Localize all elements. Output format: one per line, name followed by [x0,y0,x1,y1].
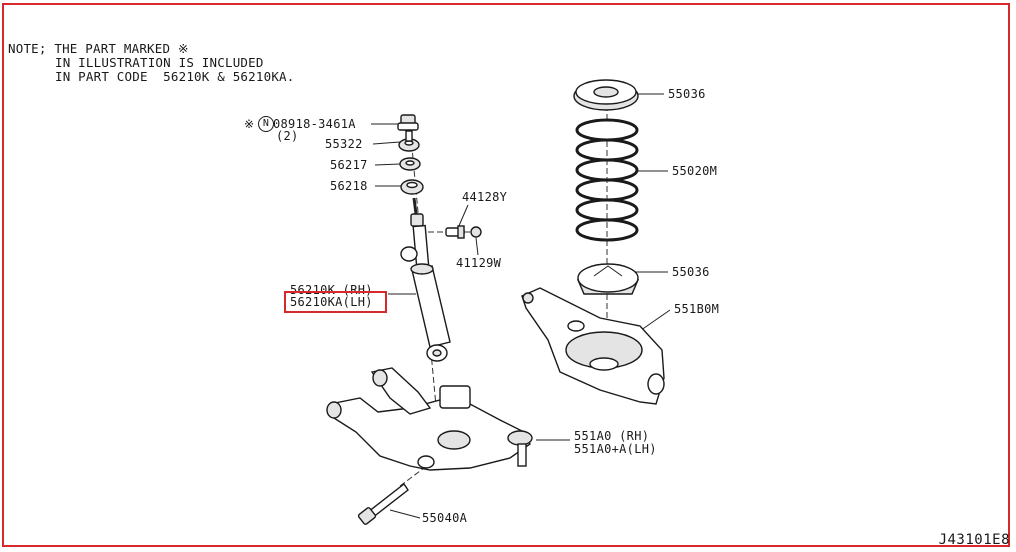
leader-55322 [372,141,401,145]
drawing-frame [2,3,1010,547]
label-absorber-rh: 56210K (RH) [290,283,373,297]
label-seat-lower: 55036 [672,265,710,279]
note-line-2: IN ILLUSTRATION IS INCLUDED [55,55,264,70]
diagram-code: J43101E8 [938,532,1010,548]
spring-seat-lower-part [576,263,640,295]
label-nut-prefix: ※ [244,117,255,131]
leader-41129w [475,237,479,256]
nut-41129w-part [470,226,482,238]
bushing-upper-part [398,130,420,152]
coil-spring-part [575,118,639,242]
spring-seat-upper-part [573,79,639,111]
label-nut: 08918-3461A [273,117,356,131]
bolt-44128y-part [445,225,465,239]
label-upper-link: 551B0M [674,302,720,316]
leader-56217 [374,163,401,166]
note-line-1: NOTE; THE PART MARKED ※ [8,41,189,56]
label-washer: 56217 [330,158,368,172]
nut-part [397,114,419,131]
label-bushing-upper: 55322 [325,137,363,151]
bushing-lower-part [400,179,424,195]
label-lower-link-lh: 551A0+A(LH) [574,442,657,456]
label-nut-small: 41129W [456,256,502,270]
label-seat-upper: 55036 [668,87,706,101]
label-nut-qty: (2) [276,129,299,143]
lower-link-part [326,367,533,471]
n-symbol-icon: N [258,116,274,132]
leader-55040a [389,509,421,519]
axis-link-bolt [399,461,433,487]
label-link-bolt: 55040A [422,511,468,525]
upper-link-part [521,287,665,405]
link-bolt-part [357,482,409,525]
note-line-3: IN PART CODE 56210K & 56210KA. [55,69,295,84]
label-absorber-lh: 56210KA(LH) [290,295,373,309]
label-bushing-lower: 56218 [330,179,368,193]
leader-44128y [457,204,469,229]
shock-absorber-part [400,197,451,362]
washer-part [399,157,421,171]
label-lower-link-rh: 551A0 (RH) [574,429,650,443]
label-spring: 55020M [672,164,718,178]
label-bolt: 44128Y [462,190,508,204]
highlight-box [284,291,387,313]
